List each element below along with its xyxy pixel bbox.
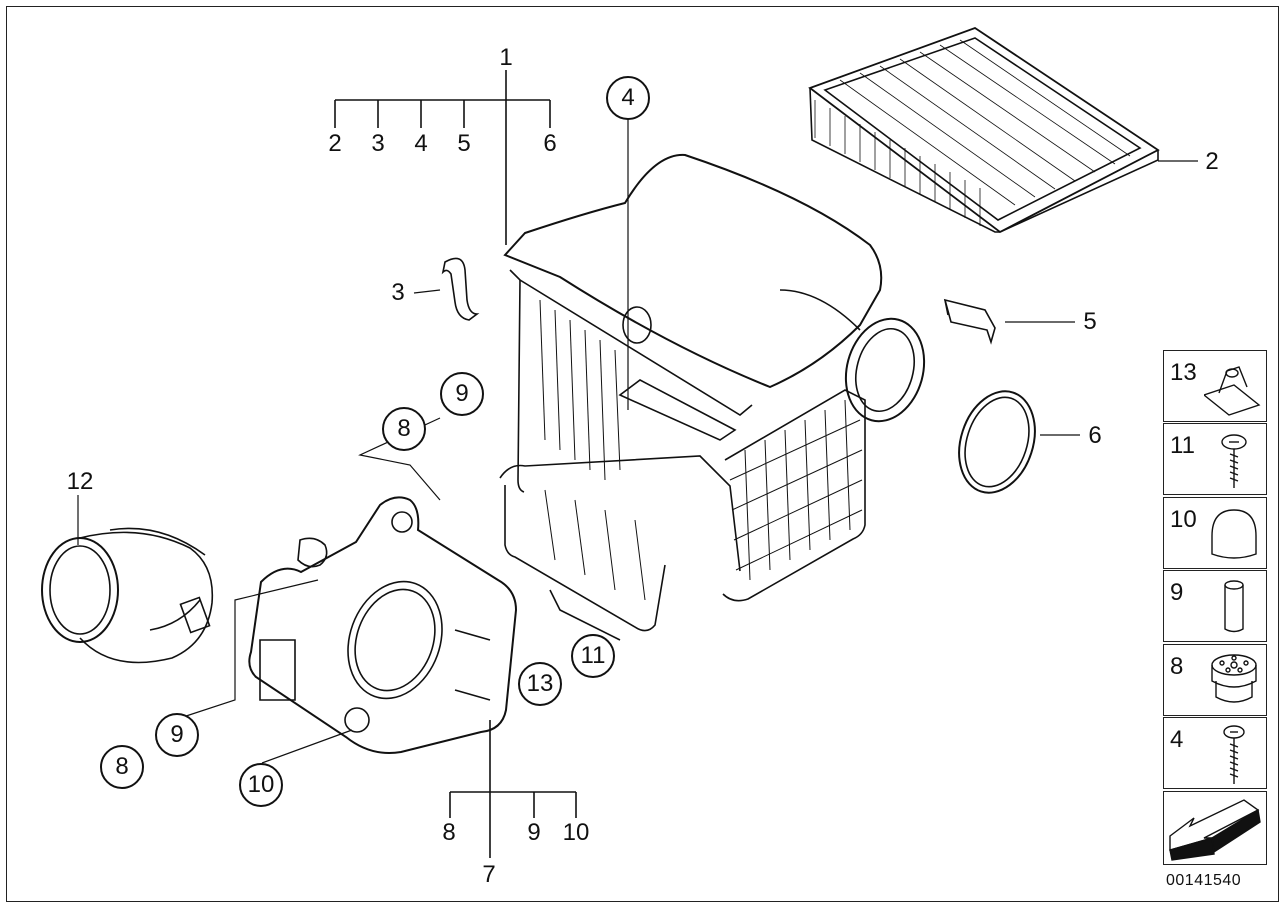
legend-item: 9: [1163, 570, 1267, 642]
callout-label: 3: [391, 279, 405, 306]
callout-label: 10: [562, 819, 590, 846]
direction-arrow-icon: [1169, 798, 1261, 861]
cap-icon: [1211, 508, 1257, 559]
legend-item: 13: [1163, 349, 1267, 422]
sleeve-icon: [1224, 580, 1244, 633]
legend-number: 8: [1170, 652, 1184, 680]
legend-item: 4: [1163, 717, 1267, 789]
legend-item: 10: [1163, 496, 1267, 569]
circled-callout: 8: [100, 745, 144, 789]
circled-callout: 13: [518, 662, 562, 706]
circled-callout: 9: [155, 713, 199, 757]
callout-label: 3: [371, 130, 385, 157]
circled-callout: 10: [239, 763, 283, 807]
lower-housing-7: [248, 496, 518, 754]
circled-callout: 9: [440, 372, 484, 416]
circled-callout: 4: [606, 76, 650, 120]
legend-number: 4: [1170, 726, 1184, 753]
callout-label: 5: [1083, 308, 1097, 335]
callout-label: 9: [527, 819, 541, 846]
callout-label: 6: [543, 130, 557, 157]
clip-part: [441, 257, 480, 321]
legend-item: [1163, 790, 1267, 865]
legend-number: 10: [1170, 505, 1197, 533]
diagram-id: 00141540: [1166, 872, 1242, 889]
callout-label: 5: [457, 130, 471, 157]
screw-icon: [1223, 725, 1245, 784]
callout-label: 2: [328, 130, 342, 157]
clip-part: [943, 298, 996, 345]
screw-icon: [1221, 434, 1247, 488]
clip-nut-icon: [1204, 365, 1261, 416]
legend-item: 11: [1163, 423, 1267, 495]
legend-number: 11: [1170, 432, 1195, 459]
callout-label: 1: [499, 44, 513, 71]
diagram-frame: [6, 6, 1279, 902]
legend-item: 8: [1163, 643, 1267, 716]
callout-label: 7: [482, 861, 496, 888]
callout-label: 6: [1088, 422, 1102, 449]
callout-label: 2: [1205, 148, 1219, 175]
bracket-top: [334, 70, 551, 245]
callout-label: 8: [442, 819, 456, 846]
circled-callout: 11: [571, 634, 615, 678]
air-cleaner-housing: [499, 153, 926, 641]
intake-neck: [41, 527, 214, 664]
parts-legend: 13 11 10 9: [1163, 348, 1267, 865]
callout-label: 4: [414, 130, 428, 157]
legend-number: 13: [1170, 358, 1197, 386]
air-filter-element: [808, 26, 1160, 234]
circled-callout: 8: [382, 407, 426, 451]
leader-lines: [77, 118, 1198, 764]
legend-number: 9: [1170, 579, 1184, 606]
callout-label: 12: [66, 468, 94, 495]
bracket-bottom: [449, 720, 577, 858]
sealing-ring: [958, 390, 1036, 494]
grommet-icon: [1211, 653, 1257, 703]
